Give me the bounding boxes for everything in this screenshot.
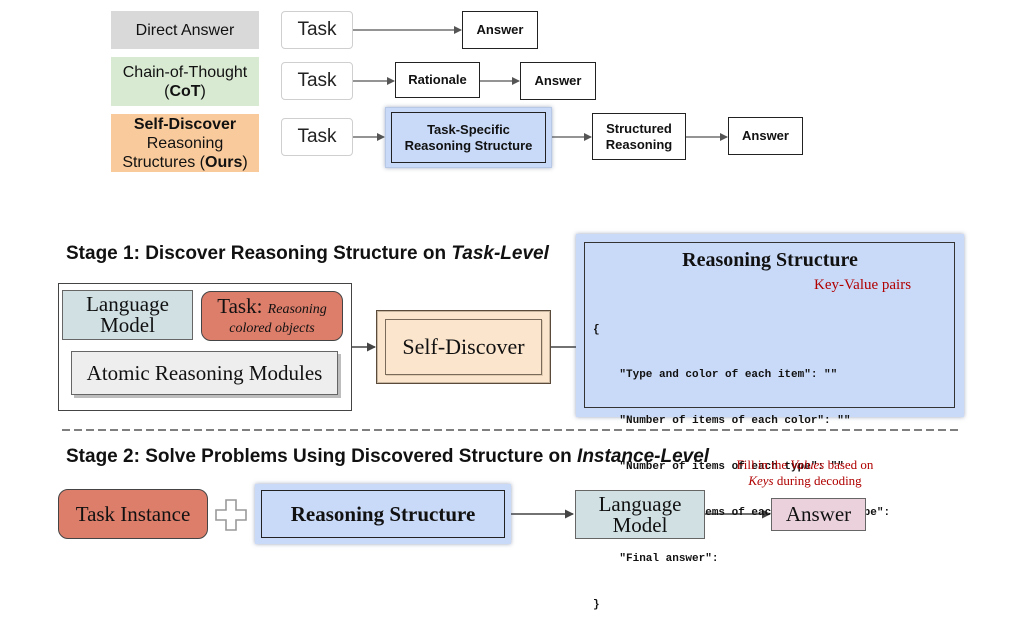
self-discover-box: Self-Discover — [376, 310, 551, 384]
rationale-box: Rationale — [395, 62, 480, 98]
task-box-direct: Task — [281, 11, 353, 49]
answer-box-cot: Answer — [520, 62, 596, 100]
reasoning-structure-panel: Reasoning Structure Key-Value pairs { "T… — [576, 234, 964, 611]
code-line: } — [593, 598, 600, 611]
structured-reasoning-box: Structured Reasoning — [592, 113, 686, 160]
answer-box-direct: Answer — [462, 11, 538, 49]
method-self-discover: Self-Discover Reasoning Structures (Ours… — [111, 114, 259, 172]
connector-layer — [62, 26, 958, 531]
reasoning-structure-inner — [584, 242, 955, 408]
reasoning-structure-box-inner: Reasoning Structure — [261, 490, 505, 538]
answer-box-self-discover: Answer — [728, 117, 803, 155]
code-line: "Number of items of each type": "" — [593, 461, 844, 474]
self-discover-inner: Self-Discover — [385, 319, 542, 375]
fill-values-note: Fill in the Values based on Keys during … — [736, 457, 874, 488]
code-line: { — [593, 323, 600, 336]
method-chain-of-thought: Chain-of-Thought (CoT) — [111, 57, 259, 106]
task-instance-box: Task Instance — [58, 489, 208, 539]
task-box-cot: Task — [281, 62, 353, 100]
plus-icon — [215, 499, 247, 531]
stage2-heading: Stage 2: Solve Problems Using Discovered… — [66, 446, 710, 467]
language-model-box-stage2: Language Model — [575, 490, 705, 539]
language-model-box-stage1: Language Model — [62, 290, 193, 340]
answer-box-stage2: Answer — [771, 498, 866, 531]
method-direct-answer: Direct Answer — [111, 11, 259, 49]
code-line: "Final answer": — [593, 553, 719, 566]
task-box-stage1: Task: Reasoning colored objects — [201, 291, 343, 341]
code-line: "Number of items of each color": "" — [593, 415, 851, 428]
stage1-heading: Stage 1: Discover Reasoning Structure on… — [66, 243, 549, 264]
atomic-modules-box: Atomic Reasoning Modules — [71, 351, 338, 395]
task-box-self-discover: Task — [281, 118, 353, 156]
reasoning-structure-box-stage2: Reasoning Structure — [255, 484, 511, 544]
reasoning-structure-title: Reasoning Structure — [682, 248, 858, 271]
key-value-annotation: Key-Value pairs — [814, 277, 912, 293]
task-specific-structure-inner: Task-Specific Reasoning Structure — [391, 112, 546, 163]
task-specific-structure-box: Task-Specific Reasoning Structure — [385, 107, 552, 168]
code-line: "Type and color of each item": "" — [593, 369, 838, 382]
